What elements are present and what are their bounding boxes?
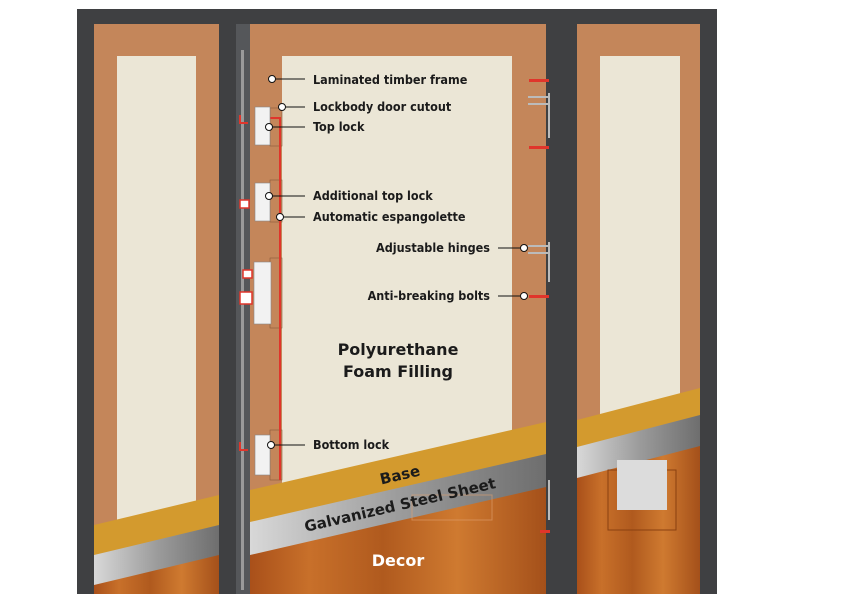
espangolette-rod (270, 117, 281, 480)
label-espangolette: Automatic espangolette (313, 209, 466, 224)
label-bolts: Anti-breaking bolts (368, 288, 491, 303)
foam-filling (282, 56, 512, 496)
label-filling-line1: Polyurethane (338, 340, 459, 359)
label-additional-top-lock: Additional top lock (313, 188, 433, 203)
label-decor: Decor (372, 551, 425, 570)
label-bottom-lock: Bottom lock (313, 437, 390, 452)
label-lockbody-cutout: Lockbody door cutout (313, 99, 452, 114)
decor-layer (250, 487, 546, 594)
additional-lock-body (239, 182, 271, 222)
left-side-panel (94, 24, 219, 594)
hinge-icon (528, 93, 550, 520)
label-top-lock: Top lock (313, 119, 365, 134)
label-filling-line2: Foam Filling (343, 362, 453, 381)
center-door-panel (250, 24, 546, 594)
main-lock-body (239, 261, 272, 325)
bolt-icon (529, 79, 550, 533)
label-hinges: Adjustable hinges (376, 240, 490, 255)
label-laminated-frame: Laminated timber frame (313, 72, 468, 87)
bottom-lock-body (239, 434, 271, 476)
right-side-panel (577, 24, 700, 594)
